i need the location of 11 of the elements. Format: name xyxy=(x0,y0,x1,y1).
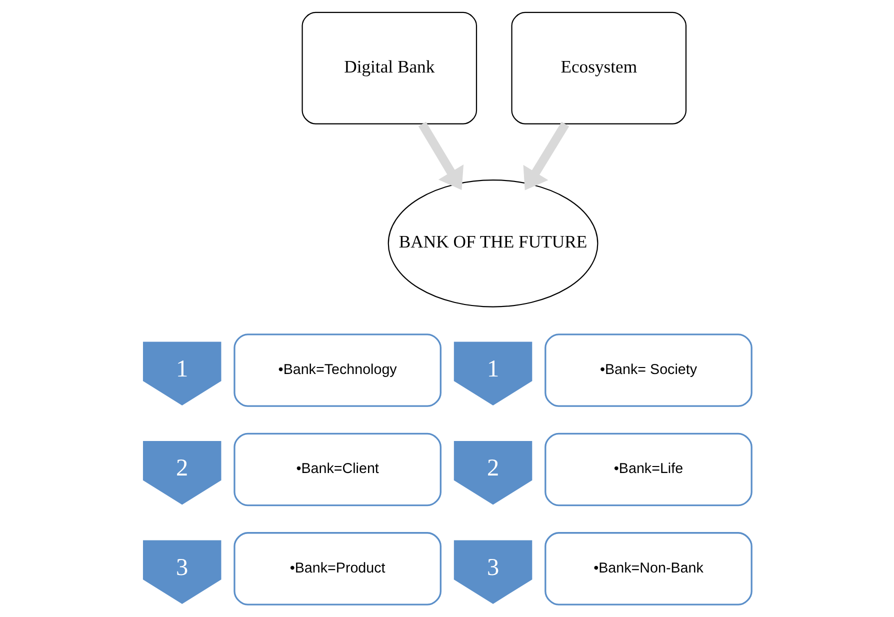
node-box: Ecosystem xyxy=(511,12,687,124)
node-box: •Bank=Non-Bank xyxy=(544,532,752,606)
node-box: •Bank=Product xyxy=(234,532,442,606)
node-box: •Bank=Life xyxy=(544,432,752,506)
node-box: •Bank=Technology xyxy=(234,334,442,407)
node-box: •Bank=Client xyxy=(234,432,442,506)
node-box: •Bank= Society xyxy=(544,334,752,407)
node-box: Digital Bank xyxy=(302,12,478,124)
node-ellipse: BANK OF THE FUTURE xyxy=(388,180,598,308)
arrow xyxy=(523,122,570,190)
arrow xyxy=(418,122,464,190)
